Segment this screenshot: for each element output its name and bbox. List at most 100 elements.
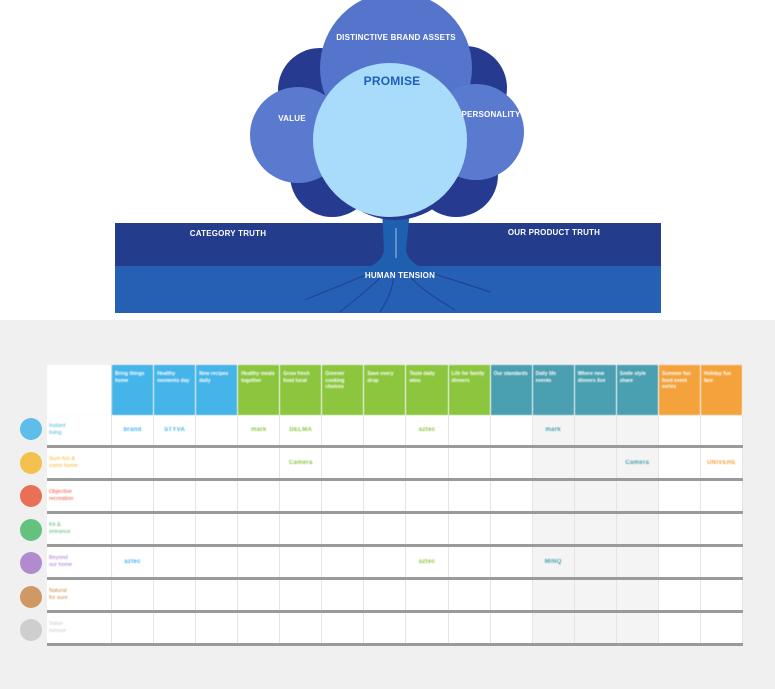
grid-cell xyxy=(448,479,491,514)
column-header: Healthy meals together xyxy=(237,365,281,415)
grid-cell xyxy=(153,545,197,580)
column-header: Taste daily wins xyxy=(405,365,449,415)
column-header: Daily life events xyxy=(532,365,575,415)
grid-cell xyxy=(363,479,407,514)
grid-cell xyxy=(574,512,617,547)
grid-cell xyxy=(448,415,491,448)
grid-cell xyxy=(195,578,239,613)
grid-cell xyxy=(448,611,491,646)
grid-cell xyxy=(490,578,533,613)
ground-lower-band xyxy=(115,266,661,313)
grid-cell xyxy=(405,446,449,481)
grid-cell xyxy=(574,415,617,448)
column-header: Save every drop xyxy=(363,365,407,415)
row-category-icon xyxy=(20,518,42,541)
cell-logo: UNIVERE xyxy=(707,460,736,466)
row-label: Beyond our home xyxy=(49,555,73,568)
grid-cell xyxy=(279,512,323,547)
grid-cell xyxy=(700,545,744,580)
grid-cell xyxy=(574,611,617,646)
grid-cell xyxy=(363,446,407,481)
grid-cell xyxy=(153,578,197,613)
grid-cell xyxy=(448,545,491,580)
grid-cell xyxy=(574,578,617,613)
grid-cell xyxy=(321,415,365,448)
promise-circle xyxy=(313,63,467,217)
grid-cell xyxy=(490,446,533,481)
grid-cell xyxy=(237,512,281,547)
table-row: Kit & entrance xyxy=(47,512,744,547)
tree-trunk xyxy=(350,210,440,272)
grid-cell xyxy=(321,578,365,613)
row-category-icon xyxy=(20,485,42,507)
grid-cell xyxy=(237,578,281,613)
grid-cell xyxy=(279,611,323,646)
brand-tree-diagram xyxy=(115,0,661,313)
grid-cell xyxy=(700,611,744,646)
grid-cell xyxy=(195,512,239,547)
grid-cell xyxy=(490,479,533,514)
cell-logo: STYVA xyxy=(164,427,186,433)
grid-cell xyxy=(237,479,281,514)
grid-cell xyxy=(532,578,575,613)
grid-cell xyxy=(363,611,407,646)
grid-cell xyxy=(658,415,701,448)
grid-cell xyxy=(153,479,197,514)
column-header: Holiday fun fare xyxy=(700,365,744,415)
column-header: Life for family dinners xyxy=(448,365,491,415)
grid-cell: aztec xyxy=(405,545,449,580)
grid-cell xyxy=(153,446,197,481)
row-label: Value honour xyxy=(49,621,67,634)
grid-cell xyxy=(448,446,491,481)
cell-logo: MINQ xyxy=(544,559,562,565)
row-category-icon xyxy=(20,585,42,608)
row-header: Value honour xyxy=(47,611,112,646)
grid-cell xyxy=(111,578,155,613)
grid-cell xyxy=(321,446,365,481)
grid-cell xyxy=(195,479,239,514)
row-header: Sure fun & come home xyxy=(47,446,112,481)
column-header: Smile style share xyxy=(616,365,659,415)
grid-cell xyxy=(658,545,701,580)
grid-cell xyxy=(616,512,659,547)
value-label: VALUE xyxy=(278,114,306,123)
grid-cell: DELMA xyxy=(279,415,323,448)
row-category-icon xyxy=(20,451,42,474)
category-truth-label: CATEGORY TRUTH xyxy=(189,229,267,238)
grid-cell xyxy=(405,479,449,514)
row-label: Objective recreation xyxy=(49,489,74,502)
row-category-icon xyxy=(20,552,42,574)
grid-cell xyxy=(616,415,659,448)
grid-cell xyxy=(700,479,744,514)
grid-cell xyxy=(153,512,197,547)
column-header: Our standards xyxy=(490,365,533,415)
grid-cell: brand xyxy=(111,415,155,448)
grid-cell xyxy=(153,611,197,646)
grid-cell xyxy=(700,578,744,613)
column-header: New recipes daily xyxy=(195,365,239,415)
cell-logo: brand xyxy=(123,427,142,433)
table-row: Value honour xyxy=(47,611,744,646)
grid-cell xyxy=(490,545,533,580)
grid-cell xyxy=(574,479,617,514)
grid-cell xyxy=(195,611,239,646)
grid-cell xyxy=(490,415,533,448)
grid-cell xyxy=(111,512,155,547)
grid-cell xyxy=(658,479,701,514)
row-header: Objective recreation xyxy=(47,479,112,514)
row-label: Natural for sure xyxy=(49,588,68,601)
grid-cell xyxy=(321,611,365,646)
promise-label: PROMISE xyxy=(363,74,421,88)
grid-cell: Camera xyxy=(279,446,323,481)
column-header: Greener cooking choices xyxy=(321,365,365,415)
row-category-icon xyxy=(20,619,42,641)
grid-cell: STYVA xyxy=(153,415,197,448)
grid-cell xyxy=(237,446,281,481)
distinctive-brand-assets-label: DISTINCTIVE BRAND ASSETS xyxy=(336,33,456,42)
grid-cell xyxy=(111,446,155,481)
row-category-icon xyxy=(20,418,42,440)
grid-cell: MINQ xyxy=(532,545,575,580)
